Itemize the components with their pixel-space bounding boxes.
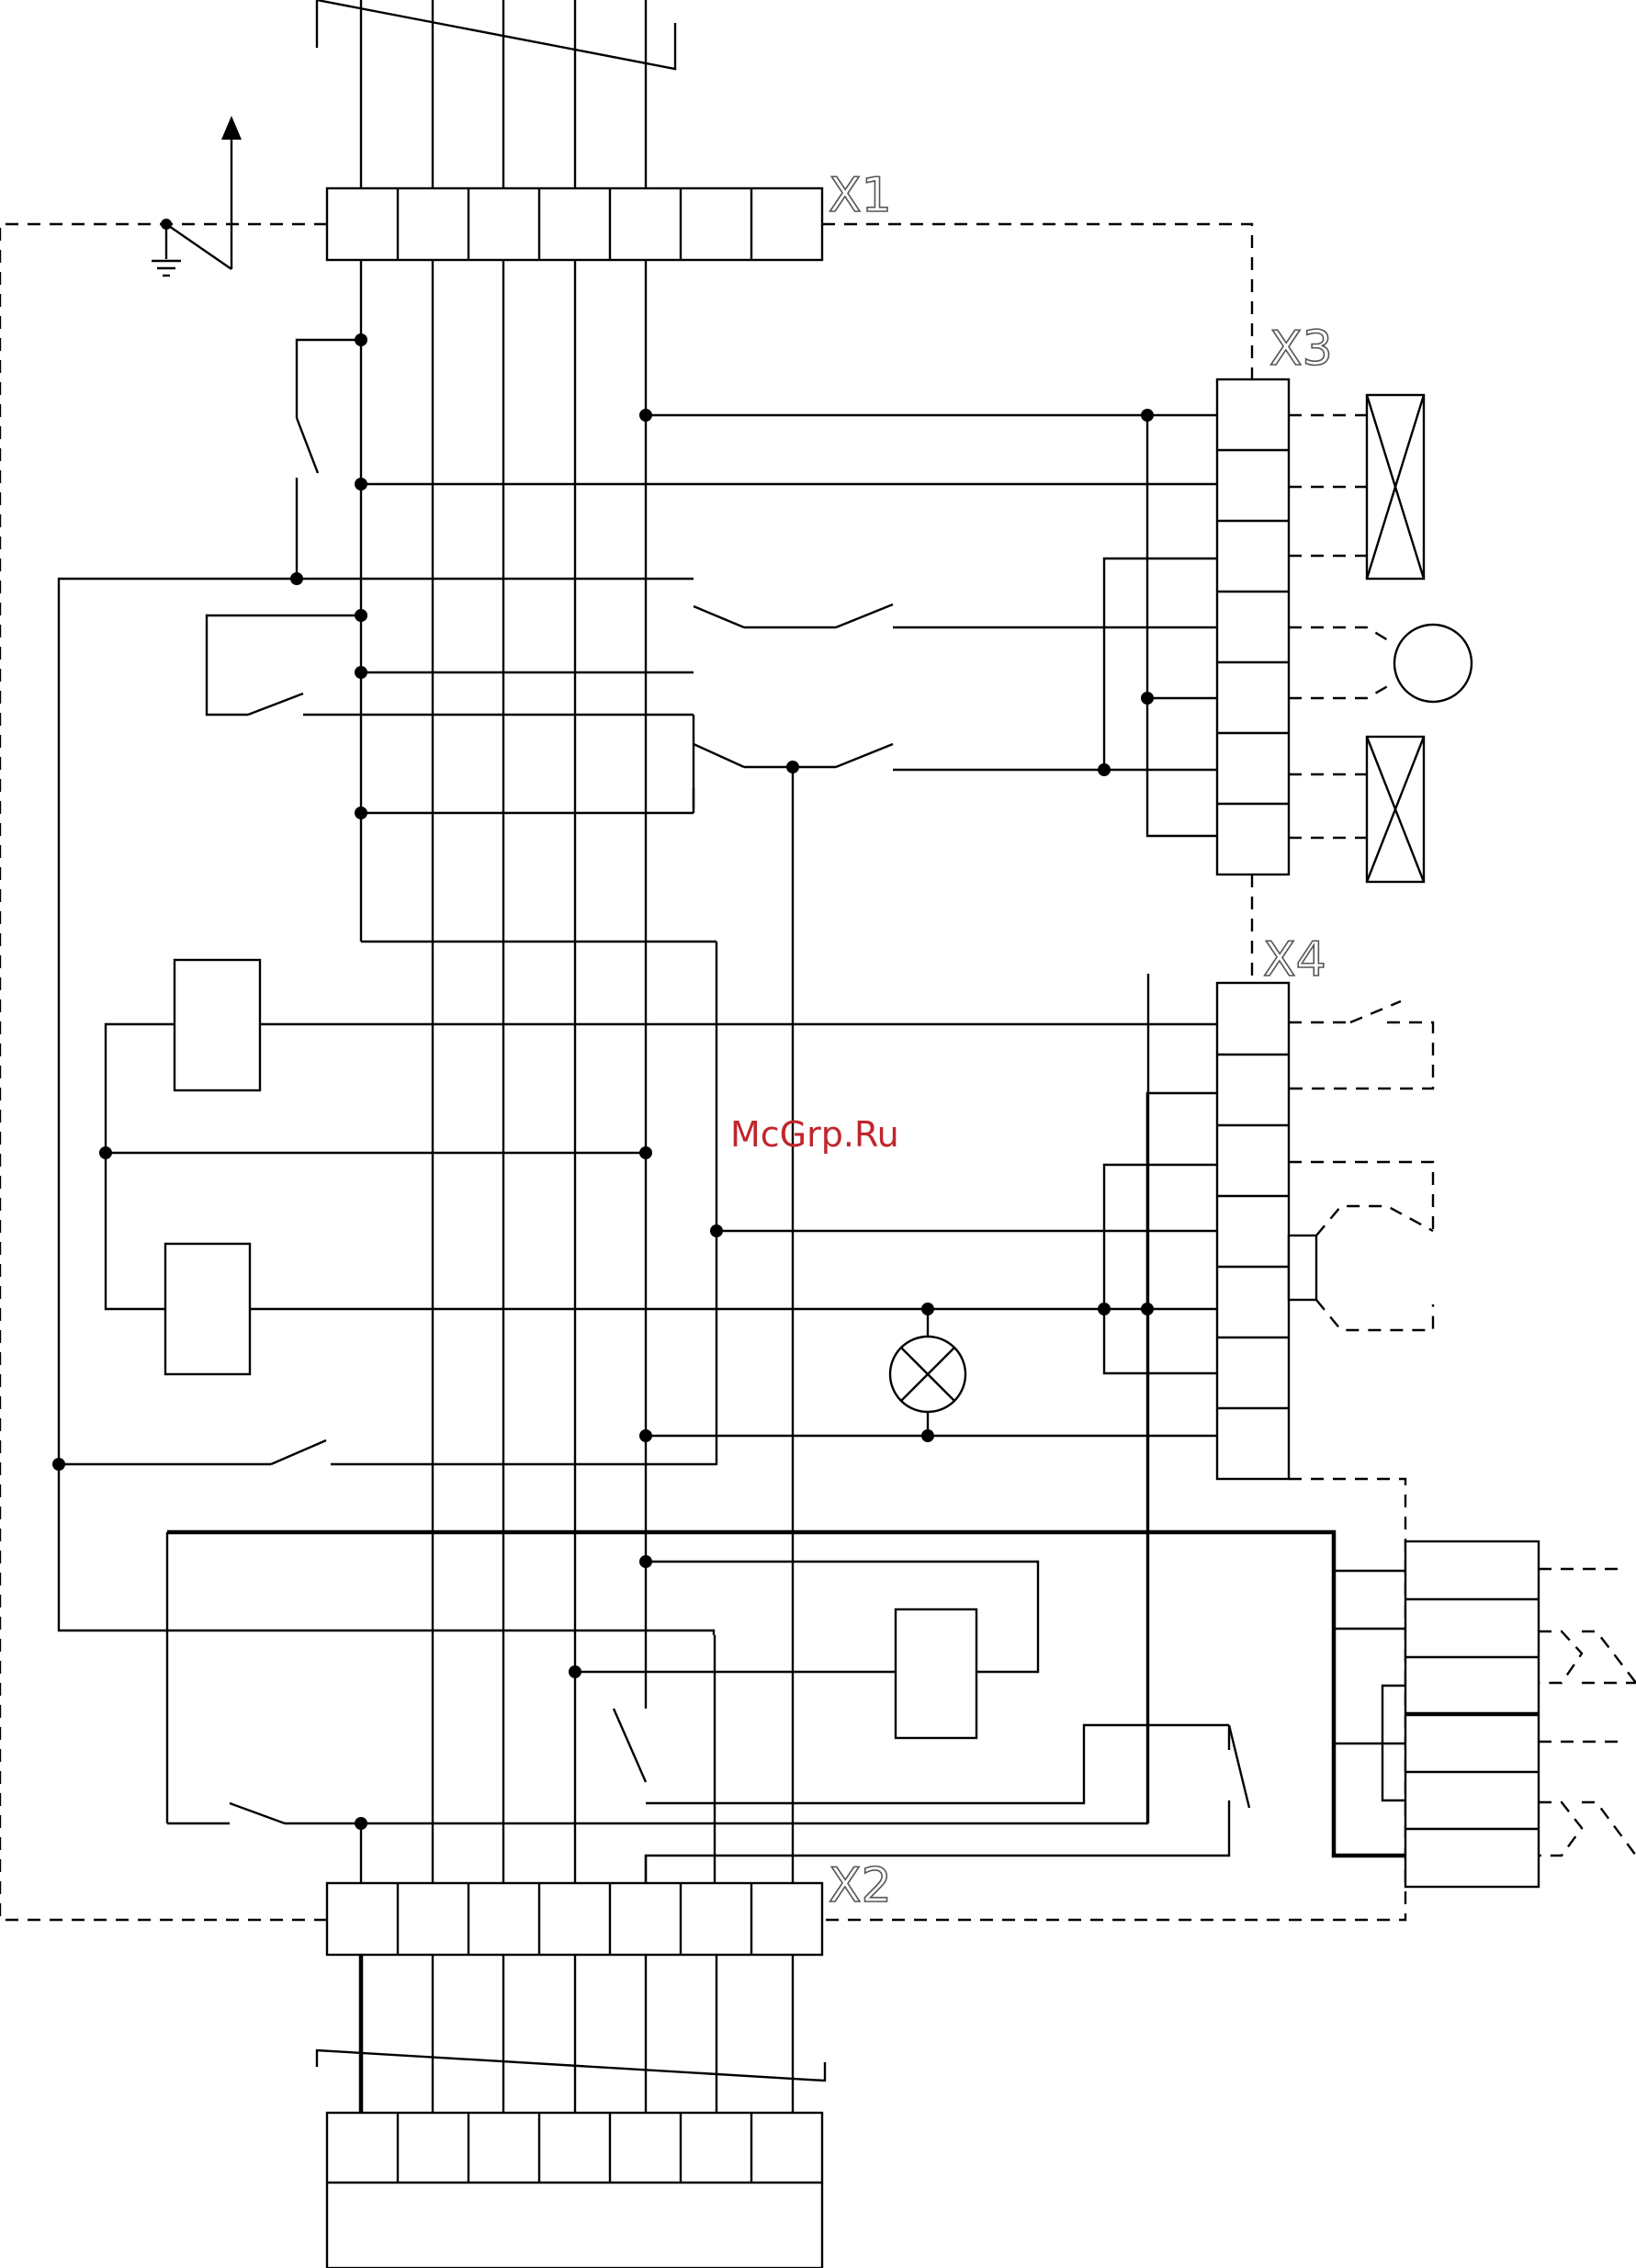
terminal-block-x2: [327, 1883, 822, 1955]
terminal-block-x3: [1217, 379, 1289, 874]
terminal-label-x2: X2: [829, 1858, 892, 1913]
terminal-block-x4: [1217, 983, 1289, 1479]
top-cable-bundle: [317, 0, 675, 188]
vertical-buses: [361, 260, 1229, 1883]
valve-icon: [1289, 737, 1424, 882]
switch-contact-icon: [1289, 1162, 1433, 1330]
connector-block-right: [1334, 1541, 1636, 1887]
bottom-cable-bundle: [317, 1955, 825, 2113]
switch-contact-icon: [1289, 1001, 1433, 1089]
watermark: McGrp.Ru: [730, 1114, 899, 1155]
coil-icon: [165, 1244, 250, 1374]
terminal-label-x4: X4: [1263, 932, 1326, 987]
connector-plug-bottom: [327, 2113, 822, 2268]
coil-icon: [896, 1609, 976, 1738]
valve-icon: [1289, 395, 1424, 579]
terminal-block-x1: [327, 188, 822, 260]
lamp-icon: [890, 1337, 965, 1412]
ground-icon: [152, 219, 231, 276]
arrow-up-icon: [221, 116, 242, 269]
motor-icon: [1289, 625, 1472, 702]
terminal-label-x3: X3: [1269, 322, 1333, 377]
terminal-label-x1: X1: [829, 168, 892, 223]
coil-icon: [175, 960, 260, 1090]
